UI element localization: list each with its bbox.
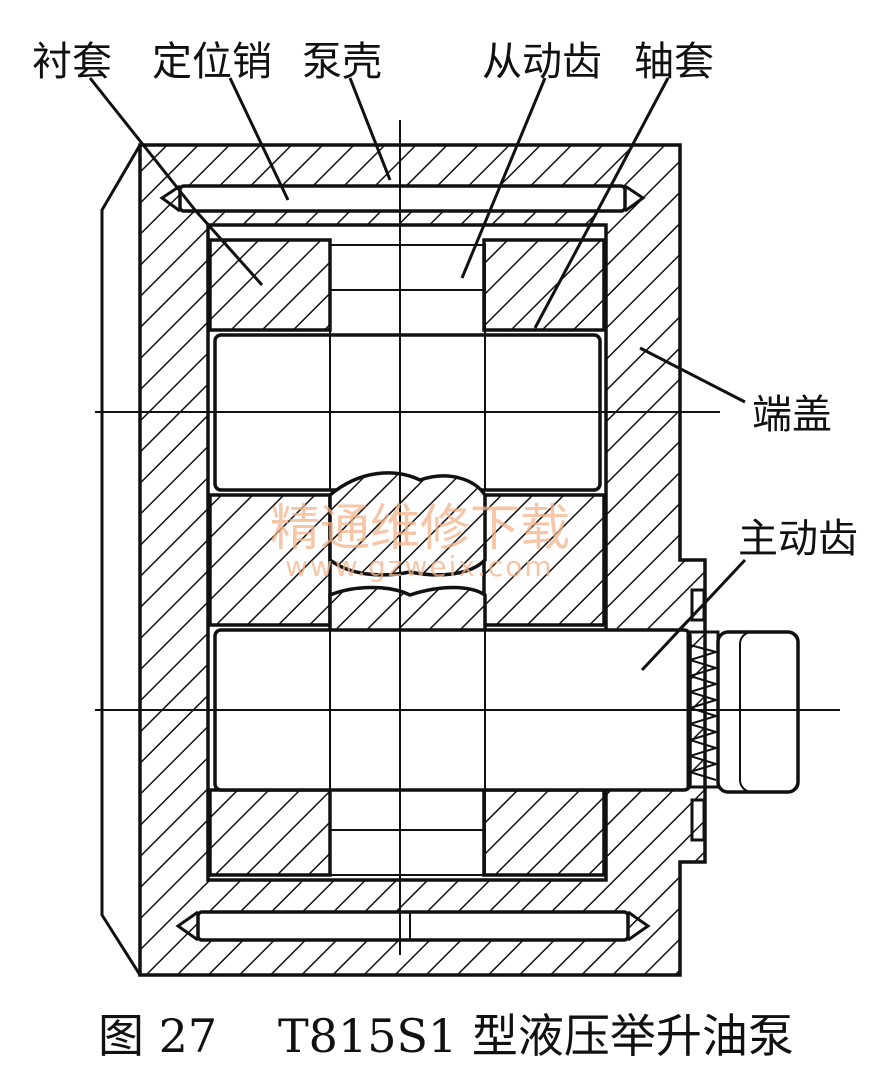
locating-pin-bottom (175, 910, 651, 942)
label-locating-pin: 定位销 (152, 39, 272, 85)
label-shaft-sleeve: 轴套 (634, 39, 714, 85)
upper-bushing-blocks (208, 238, 606, 877)
label-driving-gear: 主动齿 (738, 516, 858, 562)
watermark-text: 精通维修下载 (270, 499, 570, 557)
driving-shaft-end (716, 630, 800, 794)
label-end-cover: 端盖 (752, 392, 832, 438)
label-pump-housing: 泵壳 (302, 39, 382, 85)
leader-lines (88, 77, 747, 672)
watermark-url: www.gzweix.com (285, 550, 554, 583)
caption-figure-number: 图 27 (98, 1009, 217, 1063)
caption-title: T815S1 型液压举升油泵 (278, 1009, 794, 1063)
locating-pin-top (159, 184, 646, 213)
watermark: 精通维修下载 www.gzweix.com (270, 499, 570, 583)
center-lines (95, 120, 840, 955)
label-driven-gear: 从动齿 (482, 39, 602, 85)
label-bushing: 衬套 (32, 39, 112, 85)
